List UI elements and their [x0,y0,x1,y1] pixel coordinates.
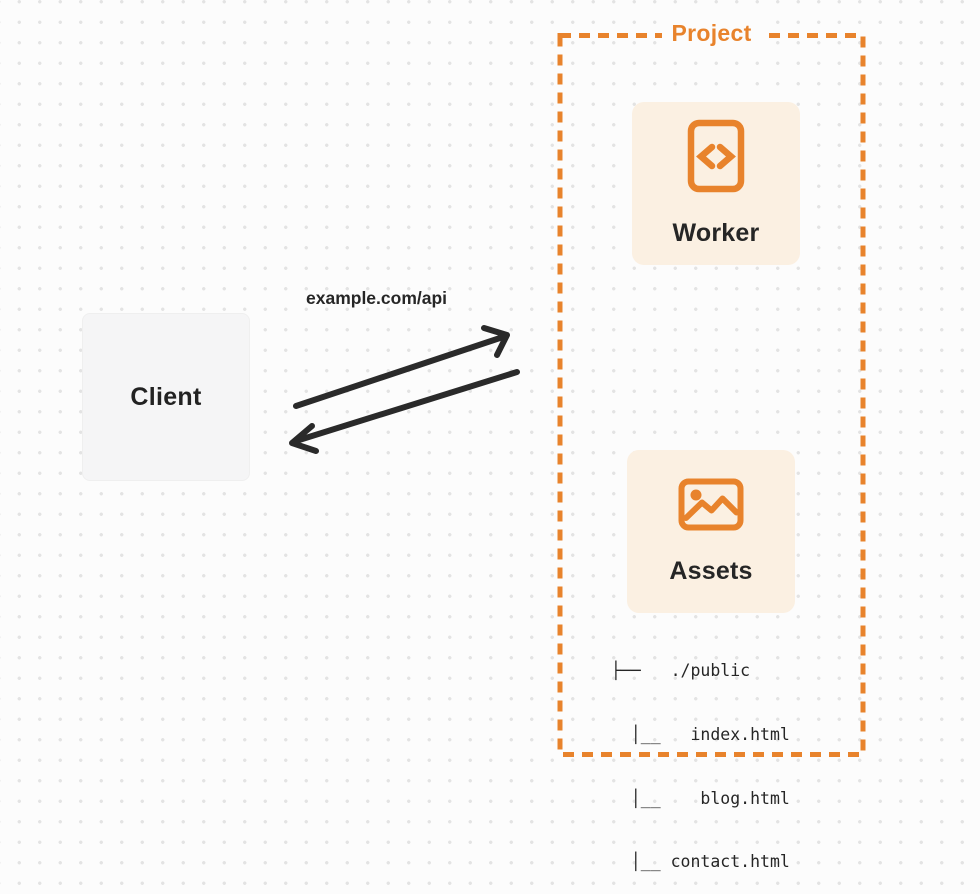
worker-card: Worker [632,102,800,265]
client-label: Client [130,382,202,411]
diagram-canvas: { "diagram": { "client": { "label": "Cli… [0,0,980,871]
image-icon [678,478,744,536]
project-group-label: Project [662,20,761,47]
code-file-icon [687,119,745,198]
request-url-label: example.com/api [306,288,448,308]
response-arrow [289,369,520,454]
assets-label: Assets [669,556,753,585]
project-group: Project [560,20,863,47]
file-tree-line: ├── ./public [611,661,751,681]
assets-file-tree: ├── ./public │__ index.html │__ blog.htm… [611,618,790,894]
client-box: Client [82,313,250,481]
assets-card: Assets [627,450,795,613]
request-arrow [293,325,510,409]
file-tree-line: │__ blog.html [611,788,790,808]
file-tree-line: │__ index.html [611,725,790,745]
file-tree-line: │__ contact.html [611,852,790,872]
worker-label: Worker [672,219,760,247]
